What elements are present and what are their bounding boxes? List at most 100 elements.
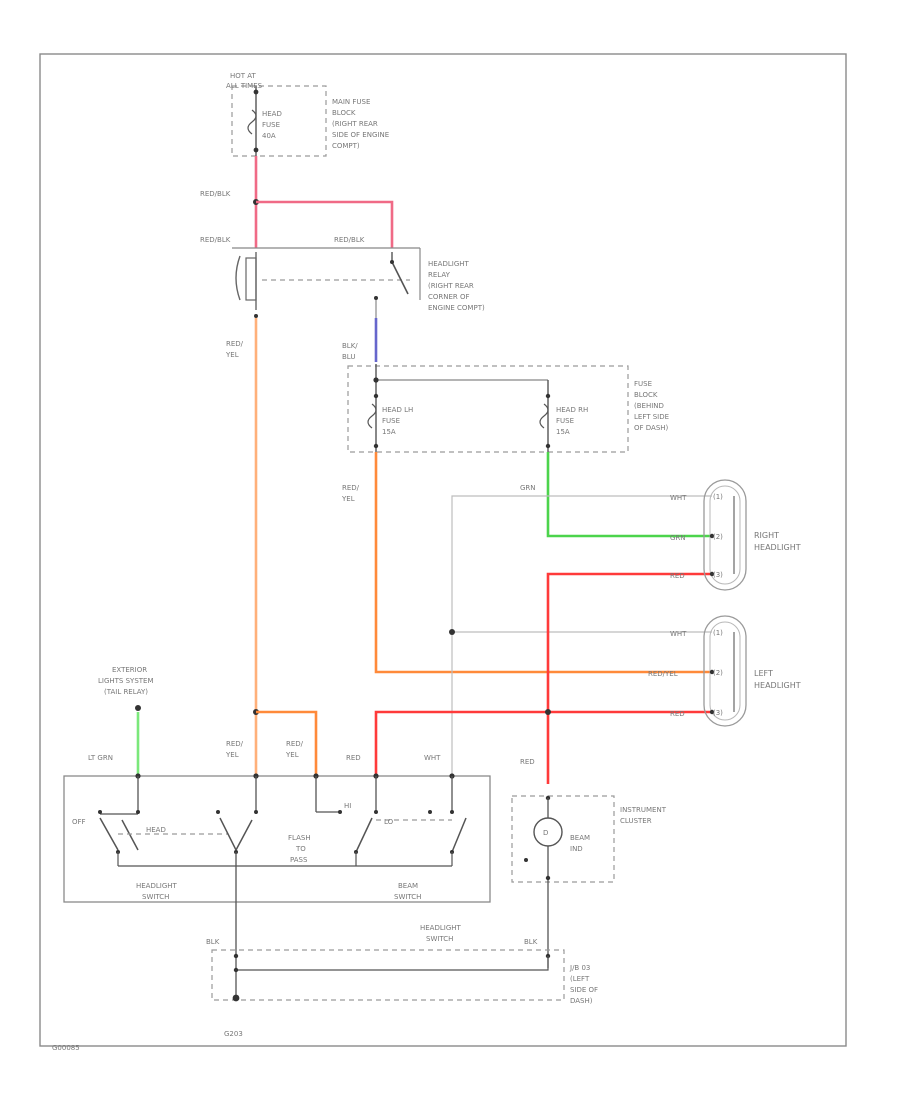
main-fuse-block — [231, 85, 327, 157]
beam-switch-label: BEAM SWITCH — [394, 882, 421, 901]
main-fuse-block-label: MAIN FUSE BLOCK (RIGHT REAR SIDE OF ENGI… — [332, 98, 389, 150]
svg-text:YEL: YEL — [225, 351, 239, 359]
svg-text:HEAD LH: HEAD LH — [382, 406, 413, 414]
svg-text:BEAM: BEAM — [570, 834, 590, 842]
svg-text:ENGINE COMPT): ENGINE COMPT) — [428, 304, 485, 312]
red-yel-label-1: RED/ YEL — [225, 340, 244, 359]
svg-text:15A: 15A — [556, 428, 570, 436]
ground-label: G203 — [224, 1030, 243, 1038]
svg-text:FUSE: FUSE — [262, 121, 280, 129]
svg-text:CORNER OF: CORNER OF — [428, 293, 470, 301]
left-headlight-label: LEFT HEADLIGHT — [754, 669, 801, 690]
red-blk-label-2: RED/BLK — [200, 236, 231, 244]
hot-at-label: HOT AT — [230, 72, 257, 80]
svg-text:TO: TO — [295, 845, 306, 853]
flash-to-pass-label: FLASH TO PASS — [288, 834, 311, 864]
headlight-beam-switch — [63, 773, 491, 903]
svg-text:RELAY: RELAY — [428, 271, 451, 279]
svg-text:HEAD: HEAD — [262, 110, 282, 118]
svg-text:BEAM: BEAM — [398, 882, 418, 890]
svg-text:15A: 15A — [382, 428, 396, 436]
grn-label: GRN — [520, 484, 536, 492]
svg-text:HEADLIGHT: HEADLIGHT — [428, 260, 470, 268]
svg-text:(3): (3) — [713, 571, 723, 579]
right-headlight-label: RIGHT HEADLIGHT — [754, 531, 801, 552]
red-right-label: RED — [670, 572, 685, 580]
svg-text:SIDE OF: SIDE OF — [570, 986, 598, 994]
svg-text:HEAD RH: HEAD RH — [556, 406, 588, 414]
svg-text:EXTERIOR: EXTERIOR — [112, 666, 147, 674]
svg-text:LEFT SIDE: LEFT SIDE — [634, 413, 669, 421]
svg-text:RED/: RED/ — [226, 740, 244, 748]
svg-text:(TAIL RELAY): (TAIL RELAY) — [104, 688, 148, 696]
red-yel-sw-label-2: RED/ YEL — [285, 740, 304, 759]
blk-blu-label: BLK/ BLU — [342, 342, 358, 361]
svg-text:BLK/: BLK/ — [342, 342, 358, 350]
hi-label: HI — [344, 802, 351, 810]
svg-text:DASH): DASH) — [570, 997, 593, 1005]
blk-label-2: BLK — [524, 938, 538, 946]
junction-block — [211, 949, 565, 1002]
svg-text:(BEHIND: (BEHIND — [634, 402, 664, 410]
red-yel-sw-label-1: RED/ YEL — [225, 740, 244, 759]
red-sw-label: RED — [346, 754, 361, 762]
svg-text:SIDE OF ENGINE: SIDE OF ENGINE — [332, 131, 389, 139]
red-cluster-label: RED — [520, 758, 535, 766]
wht-splice-dot — [449, 629, 455, 635]
headlight-relay-label: HEADLIGHT RELAY (RIGHT REAR CORNER OF EN… — [428, 260, 485, 312]
instrument-cluster-label: INSTRUMENT CLUSTER — [620, 806, 667, 825]
head-fuse-label: HEAD FUSE 40A — [262, 110, 282, 140]
svg-text:YEL: YEL — [341, 495, 355, 503]
right-headlight-connector — [703, 479, 747, 591]
svg-text:FUSE: FUSE — [382, 417, 400, 425]
svg-text:(RIGHT REAR: (RIGHT REAR — [428, 282, 474, 290]
wht-left-label: WHT — [670, 630, 687, 638]
red-yel-flash-wire — [256, 710, 318, 776]
svg-text:(2): (2) — [713, 533, 723, 541]
red-yel-label-2: RED/ YEL — [341, 484, 360, 503]
lo-label: LO — [384, 818, 394, 826]
red-yel-wire-left-headlight — [374, 452, 712, 674]
fuse-block-label: FUSE BLOCK (BEHIND LEFT SIDE OF DASH) — [634, 380, 669, 432]
svg-text:BLOCK: BLOCK — [332, 109, 356, 117]
red-blk-label-1: RED/BLK — [200, 190, 231, 198]
grn-right-label: GRN — [670, 534, 686, 542]
off-label: OFF — [72, 818, 86, 826]
svg-text:HEADLIGHT: HEADLIGHT — [420, 924, 462, 932]
right-headlight-pins: (1) (2) (3) — [713, 493, 723, 579]
svg-text:CLUSTER: CLUSTER — [620, 817, 652, 825]
svg-text:D: D — [543, 829, 548, 837]
blk-label-1: BLK — [206, 938, 220, 946]
svg-text:MAIN FUSE: MAIN FUSE — [332, 98, 370, 106]
svg-text:FUSE: FUSE — [556, 417, 574, 425]
svg-text:(RIGHT REAR: (RIGHT REAR — [332, 120, 378, 128]
red-wire-right-headlight — [546, 572, 712, 784]
svg-text:J/B 03: J/B 03 — [569, 964, 590, 972]
beam-ind-label: BEAM IND — [570, 834, 590, 853]
red-blk-wire-to-relay — [256, 200, 394, 248]
tail-relay-terminal — [135, 705, 141, 711]
svg-text:LIGHTS SYSTEM: LIGHTS SYSTEM — [98, 677, 154, 685]
svg-text:(1): (1) — [713, 629, 723, 637]
svg-text:HEADLIGHT: HEADLIGHT — [754, 681, 801, 690]
red-splice-dot — [545, 709, 551, 715]
svg-text:BLOCK: BLOCK — [634, 391, 658, 399]
diagram-frame — [39, 53, 847, 1047]
wht-right-label: WHT — [670, 494, 687, 502]
head-lh-fuse-label: HEAD LH FUSE 15A — [382, 406, 413, 436]
svg-text:FUSE: FUSE — [634, 380, 652, 388]
headlight-switch-2-label: HEADLIGHT SWITCH — [420, 924, 462, 943]
red-blk-label-3: RED/BLK — [334, 236, 365, 244]
lt-grn-label: LT GRN — [88, 754, 113, 762]
svg-text:RED/: RED/ — [226, 340, 244, 348]
svg-text:YEL: YEL — [285, 751, 299, 759]
svg-text:HEADLIGHT: HEADLIGHT — [754, 543, 801, 552]
svg-text:BLU: BLU — [342, 353, 355, 361]
svg-text:PASS: PASS — [290, 856, 308, 864]
svg-text:SWITCH: SWITCH — [142, 893, 169, 901]
svg-text:SWITCH: SWITCH — [394, 893, 421, 901]
head-label: HEAD — [146, 826, 166, 834]
svg-text:RED/: RED/ — [342, 484, 360, 492]
svg-text:SWITCH: SWITCH — [426, 935, 453, 943]
svg-text:(LEFT: (LEFT — [570, 975, 590, 983]
